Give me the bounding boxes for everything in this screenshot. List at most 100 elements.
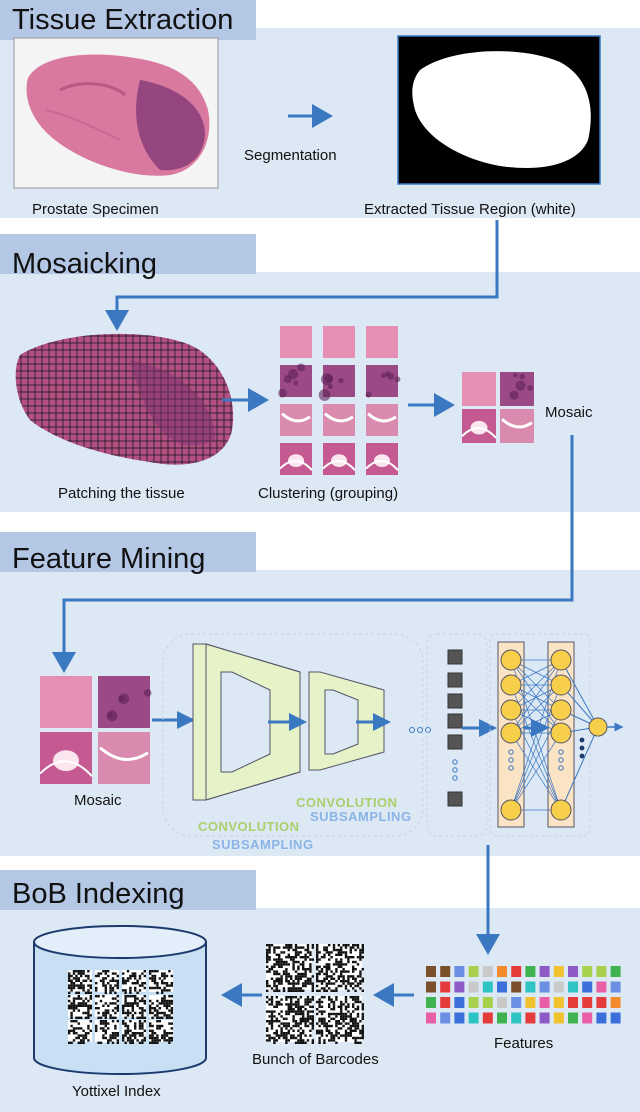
feature-cell — [582, 1012, 593, 1024]
feature-cell — [482, 997, 493, 1008]
conv-block-2 — [308, 671, 385, 771]
feature-cell — [610, 997, 621, 1008]
mosaic-thumbnail — [461, 372, 534, 443]
feature-mining-tab — [0, 532, 256, 572]
feature-cell — [582, 997, 593, 1008]
feature-cell — [454, 1012, 465, 1024]
patch-tile — [40, 676, 92, 728]
feature-cell — [482, 1012, 493, 1024]
feature-cell — [596, 997, 607, 1008]
feature-cell — [610, 1012, 621, 1024]
dense-layers — [497, 641, 624, 828]
feature-cell — [426, 997, 436, 1008]
cnn-frame — [162, 633, 424, 837]
feature-cell — [440, 997, 451, 1008]
extracted-region-label: Extracted Tissue Region (white) — [364, 201, 576, 218]
feature-cell — [426, 981, 436, 993]
connector-arrow-2 — [52, 435, 574, 673]
feature-cell — [454, 966, 465, 977]
feature-cell — [525, 997, 536, 1008]
cluster-patch-grid — [278, 326, 401, 475]
patch-tile — [462, 372, 496, 406]
tissue-extraction-title: Tissue Extraction — [12, 4, 234, 36]
neuron — [500, 649, 522, 671]
feature-cell — [497, 997, 507, 1008]
patch-tile — [366, 365, 398, 397]
feature-cell — [596, 981, 607, 993]
feature-cell — [482, 966, 493, 977]
flatten-cell — [447, 791, 463, 807]
neuron — [550, 649, 572, 671]
feature-cell — [468, 981, 479, 993]
prostate-specimen-image — [13, 37, 219, 189]
extracted-tissue-mask — [397, 35, 601, 185]
flatten-cell — [447, 649, 463, 665]
neuron — [500, 799, 522, 821]
feature-cell — [497, 1012, 507, 1024]
patched-tissue — [15, 333, 234, 465]
index-barcode — [95, 970, 119, 992]
yottixel-index-label: Yottixel Index — [72, 1083, 161, 1100]
feature-cell — [539, 1012, 550, 1024]
patch-tile — [280, 326, 312, 358]
feature-cell — [539, 997, 550, 1008]
feature-cell — [511, 1012, 522, 1024]
feature-vectors — [426, 966, 621, 1024]
feature-cell — [525, 1012, 536, 1024]
flatten-cell — [447, 693, 463, 709]
feature-cell — [610, 981, 621, 993]
flatten-vector — [447, 649, 463, 807]
neuron — [500, 674, 522, 696]
feature-cell — [610, 966, 621, 977]
clustering-label: Clustering (grouping) — [258, 485, 399, 502]
feature-cell — [568, 966, 578, 977]
convolution-label-1: CONVOLUTION — [198, 819, 300, 834]
feature-cell — [497, 981, 507, 993]
feature-cell — [511, 997, 522, 1008]
feature-cell — [568, 981, 578, 993]
ellipsis-dots — [409, 727, 431, 733]
flatten-cell — [447, 734, 463, 750]
subsampling-label-2: SUBSAMPLING — [310, 809, 412, 824]
bob-indexing-title: BoB Indexing — [12, 878, 185, 910]
mosaic-label-2: Mosaic — [74, 792, 122, 809]
dense-frame — [489, 633, 591, 837]
feature-cell — [426, 966, 436, 977]
feature-cell — [440, 966, 451, 977]
subsampling-label-1: SUBSAMPLING — [212, 837, 314, 852]
feature-cell — [596, 1012, 607, 1024]
feature-cell — [553, 966, 564, 977]
feature-cell — [553, 1012, 564, 1024]
feature-cell — [511, 981, 522, 993]
prostate-specimen-label: Prostate Specimen — [32, 201, 159, 218]
feature-cell — [582, 966, 593, 977]
feature-cell — [539, 981, 550, 993]
feature-cell — [568, 1012, 578, 1024]
convolution-label-2: CONVOLUTION — [296, 795, 398, 810]
neuron — [550, 799, 572, 821]
tissue-extraction-tab — [0, 0, 256, 40]
bunch-of-barcodes-label: Bunch of Barcodes — [252, 1051, 379, 1068]
neuron — [550, 699, 572, 721]
feature-cell — [468, 966, 479, 977]
feature-cell — [454, 981, 465, 993]
neuron — [500, 699, 522, 721]
feature-cell — [553, 997, 564, 1008]
barcode-bunch — [266, 944, 364, 1044]
feature-cell — [511, 966, 522, 977]
feature-cell — [553, 981, 564, 993]
feature-cell — [482, 981, 493, 993]
yottixel-database — [33, 925, 207, 1075]
connector-arrow-1 — [105, 220, 499, 331]
mosaic-input — [39, 676, 152, 784]
segmentation-label: Segmentation — [244, 147, 337, 164]
patch-tile — [323, 326, 355, 358]
feature-cell — [568, 997, 578, 1008]
mosaicking-title: Mosaicking — [12, 248, 158, 280]
patching-label: Patching the tissue — [58, 485, 185, 502]
neuron — [500, 722, 522, 744]
features-label: Features — [494, 1035, 554, 1052]
feature-cell — [426, 1012, 436, 1024]
